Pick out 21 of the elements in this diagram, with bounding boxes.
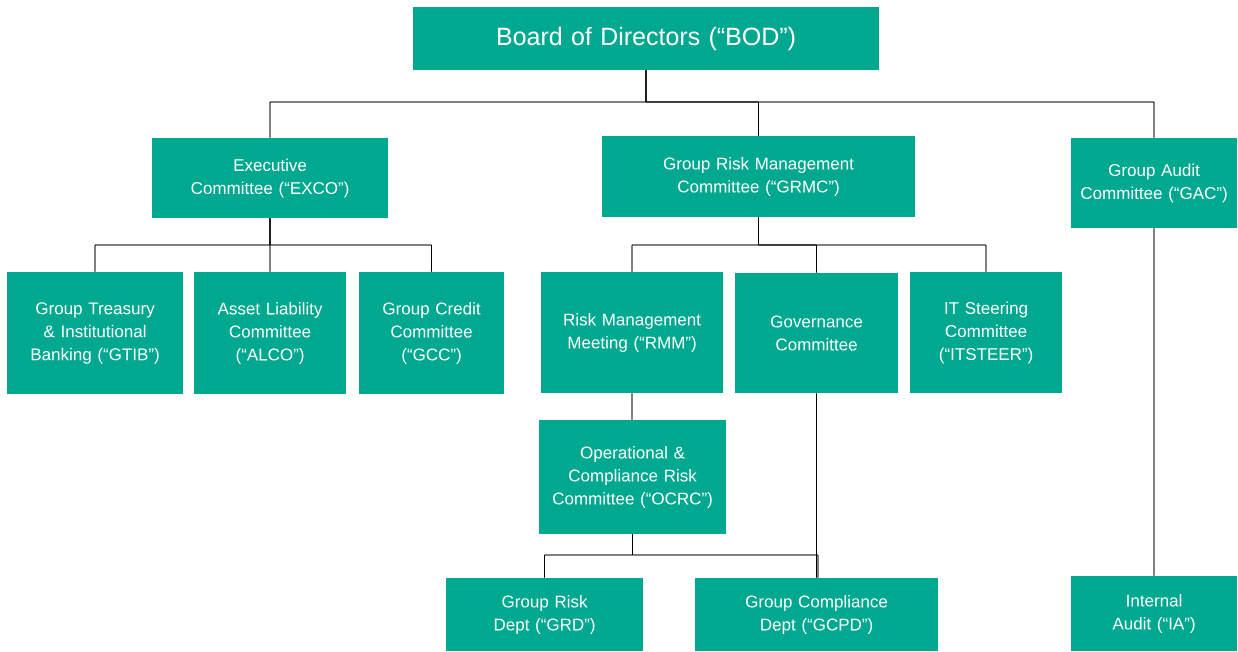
committee-box: Asset Liability Committee (“ALCO”) (194, 272, 346, 394)
committee-box: Group Risk Dept (“GRD”) (446, 578, 643, 651)
connector-line (816, 392, 817, 579)
committee-box: IT Steering Committee (“ITSTEER”) (910, 272, 1062, 393)
committee-box: Group Audit Committee (“GAC”) (1071, 138, 1237, 228)
committee-box: Operational & Compliance Risk Committee (“OCRC”) (539, 420, 726, 534)
committee-box: Group Treasury & Institutional Banking (“GTIB”) (7, 272, 183, 394)
committee-box: Risk Management Meeting (“RMM”) (541, 272, 723, 393)
connector-line (269, 217, 432, 273)
committee-box: Board of Directors (“BOD”) (413, 7, 879, 70)
connector-line (645, 69, 1155, 139)
committee-box: Group Credit Committee (“GCC”) (359, 272, 504, 394)
committee-box: Group Compliance Dept (“GCPD”) (695, 578, 938, 651)
connector-line (758, 216, 987, 273)
connector-line (1153, 227, 1155, 577)
connector-line (631, 392, 633, 421)
committee-box: Executive Committee (“EXCO”) (152, 138, 388, 218)
committee-box: Governance Committee (735, 273, 898, 393)
committee-box: Internal Audit (“IA”) (1071, 576, 1237, 651)
connector-line (632, 533, 819, 579)
committee-box: Group Risk Management Committee (“GRMC”) (602, 136, 915, 217)
